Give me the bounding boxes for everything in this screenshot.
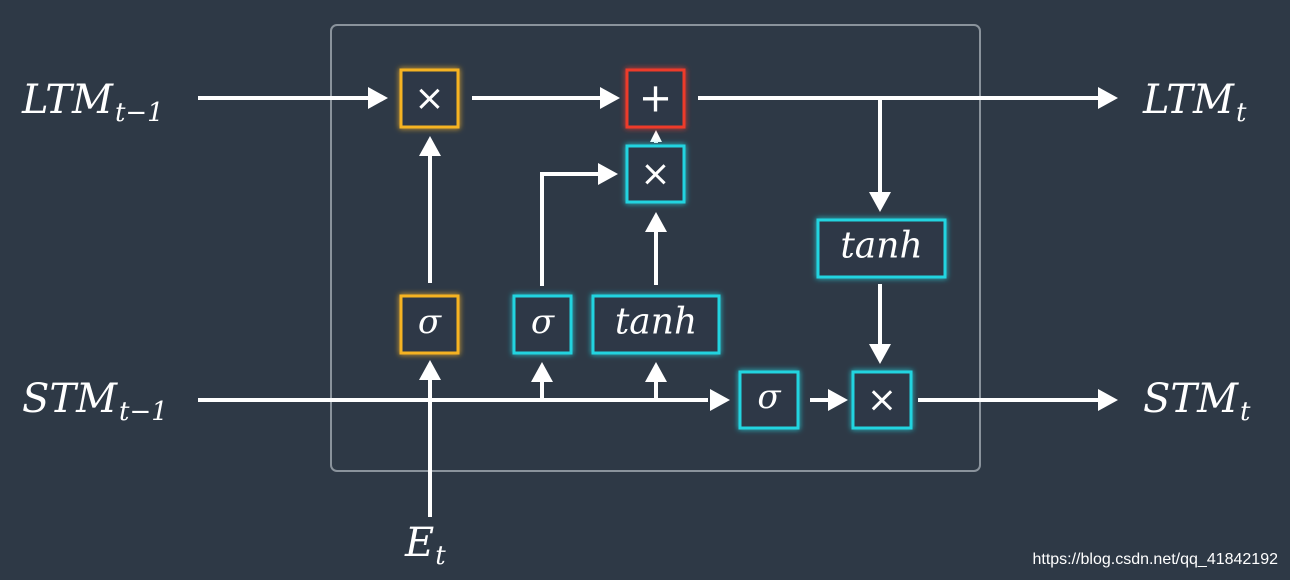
- stm-next-label: STMt: [1143, 376, 1251, 427]
- connection-wires: [198, 96, 1100, 517]
- learn-multiply-box: [625, 144, 686, 204]
- ltm-prev-label: LTMt−1: [21, 77, 164, 128]
- forget-multiply-box: [399, 68, 460, 129]
- arrowhead-into-forget-sigmoid: [419, 360, 441, 380]
- add-box: [625, 68, 686, 129]
- arrowhead-into-learn-multiply-side: [598, 163, 618, 185]
- use-multiply-symbol: ×: [867, 380, 897, 421]
- ltm-next-label: LTMt: [1142, 77, 1247, 128]
- forget-sigmoid-symbol: σ: [418, 302, 442, 342]
- learn-tanh-node: tanh: [591, 294, 721, 355]
- arrowhead-into-use-multiply: [828, 389, 848, 411]
- arrowhead-into-use-sigmoid: [710, 389, 730, 411]
- use-tanh-label: tanh: [840, 226, 922, 267]
- use-multiply-node: ×: [851, 370, 913, 430]
- add-node: +: [625, 68, 686, 129]
- learn-sigmoid-node: σ: [512, 294, 573, 355]
- learn-tanh-box: [591, 294, 721, 355]
- learn-tanh-label: tanh: [615, 302, 697, 343]
- wire-learn-sigmoid-to-multiply: [540, 172, 600, 286]
- forget-multiply-node: ×: [399, 68, 460, 129]
- use-multiply-box: [851, 370, 913, 430]
- stm-prev-label: STMt−1: [22, 376, 168, 427]
- arrowhead-into-use-tanh: [869, 192, 891, 212]
- forget-sigmoid-node: σ: [399, 294, 460, 355]
- watermark-url: https://blog.csdn.net/qq_41842192: [1032, 551, 1278, 568]
- arrowhead-stm-out: [1098, 389, 1118, 411]
- add-symbol: +: [639, 76, 673, 122]
- forget-sigmoid-box: [399, 294, 460, 355]
- arrowhead-ltm-into-forget: [368, 87, 388, 109]
- arrowhead-into-forget-multiply: [419, 136, 441, 156]
- arrowhead-into-learn-tanh: [645, 362, 667, 382]
- use-tanh-node: tanh: [816, 218, 947, 279]
- arrowhead-into-add-from-below: [650, 130, 662, 142]
- gate-nodes: × + × σ σ tanh: [399, 68, 947, 430]
- arrowhead-use-tanh-to-multiply: [869, 344, 891, 364]
- event-label: Et: [404, 520, 446, 571]
- arrowhead-into-learn-multiply: [645, 212, 667, 232]
- learn-sigmoid-symbol: σ: [531, 302, 555, 342]
- learn-sigmoid-box: [512, 294, 573, 355]
- use-sigmoid-symbol: σ: [757, 377, 781, 417]
- cell-frame: [330, 24, 981, 472]
- arrowhead-into-add: [600, 87, 620, 109]
- arrowhead-into-learn-sigmoid: [531, 362, 553, 382]
- use-tanh-box: [816, 218, 947, 279]
- learn-multiply-symbol: ×: [640, 154, 670, 195]
- io-labels: LTMt−1 STMt−1 LTMt STMt Et: [21, 77, 1251, 571]
- use-sigmoid-box: [738, 370, 800, 430]
- arrowheads: [368, 87, 1118, 411]
- forget-multiply-symbol: ×: [414, 78, 444, 119]
- arrowhead-ltm-out: [1098, 87, 1118, 109]
- use-sigmoid-node: σ: [738, 370, 800, 430]
- learn-multiply-node: ×: [625, 144, 686, 204]
